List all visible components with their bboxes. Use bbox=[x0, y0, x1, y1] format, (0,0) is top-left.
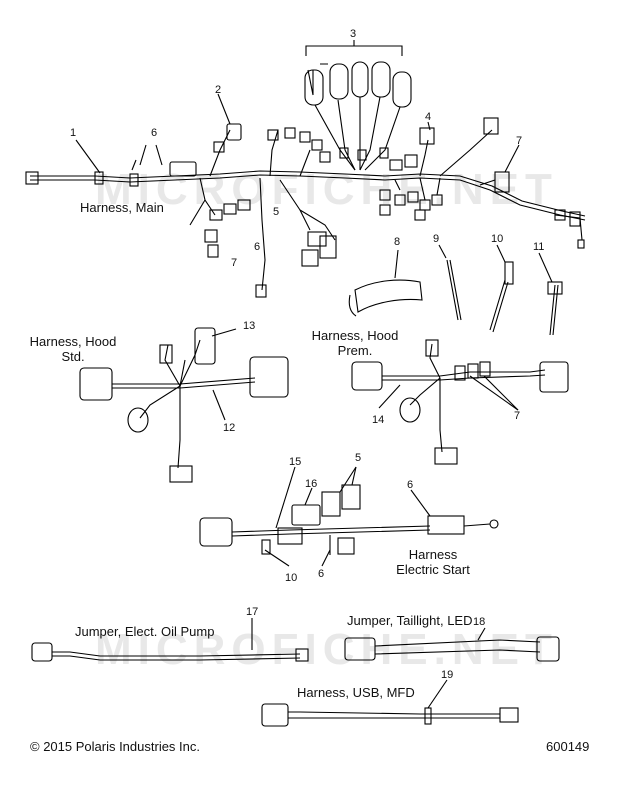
callout-17: 17 bbox=[246, 606, 259, 618]
harness-usb bbox=[261, 703, 519, 727]
footer-copyright: © 2015 Polaris Industries Inc. bbox=[30, 739, 200, 754]
callout-6-es: 6 bbox=[407, 479, 414, 491]
label-harness-main: Harness, Main bbox=[80, 200, 164, 215]
callout-18: 18 bbox=[473, 616, 486, 628]
callout-10-es: 10 bbox=[285, 572, 298, 584]
callout-1: 1 bbox=[70, 127, 77, 139]
callout-7-prem: 7 bbox=[514, 410, 521, 422]
footer-drawing-number: 600149 bbox=[546, 739, 590, 754]
label-harness-hood-std: Harness, Hood Std. bbox=[18, 334, 128, 364]
part-8-sleeve bbox=[348, 249, 423, 317]
callout-2: 2 bbox=[215, 84, 222, 96]
label-harness-hood-prem-line2: Prem. bbox=[337, 343, 373, 358]
jumper-taillight bbox=[344, 636, 560, 662]
callout-8: 8 bbox=[394, 236, 401, 248]
callout-11: 11 bbox=[533, 241, 545, 253]
callout-7-main-lower: 7 bbox=[231, 257, 238, 269]
callout-12: 12 bbox=[223, 422, 236, 434]
callout-14: 14 bbox=[372, 414, 385, 426]
label-harness-electric-start-line1: Harness bbox=[408, 547, 458, 562]
relay-group bbox=[304, 61, 412, 171]
label-harness-hood-prem: Harness, Hood Prem. bbox=[300, 328, 410, 358]
callout-3: 3 bbox=[350, 28, 357, 40]
harness-main bbox=[25, 40, 586, 298]
label-jumper-oil-pump: Jumper, Elect. Oil Pump bbox=[75, 624, 215, 639]
label-harness-electric-start: Harness Electric Start bbox=[378, 547, 488, 577]
callout-6-main: 6 bbox=[151, 127, 158, 139]
callout-6-main-lower: 6 bbox=[254, 241, 261, 253]
callout-6-es-lower: 6 bbox=[318, 568, 325, 580]
callout-19: 19 bbox=[441, 669, 454, 681]
watermark-bottom: MICROFICHE.NET bbox=[95, 625, 558, 674]
harness-electric-start bbox=[199, 484, 499, 555]
label-harness-usb: Harness, USB, MFD bbox=[297, 685, 415, 700]
label-harness-hood-std-line1: Harness, Hood bbox=[29, 334, 117, 349]
callout-10: 10 bbox=[491, 233, 504, 245]
callout-9: 9 bbox=[433, 233, 440, 245]
label-harness-electric-start-line2: Electric Start bbox=[396, 562, 470, 577]
callout-5-es: 5 bbox=[355, 452, 362, 464]
callout-5-main: 5 bbox=[273, 206, 280, 218]
harness-hood-std bbox=[79, 327, 289, 483]
jumper-oil-pump bbox=[31, 642, 309, 662]
callout-16: 16 bbox=[305, 478, 318, 490]
callout-15: 15 bbox=[289, 456, 302, 468]
label-jumper-taillight: Jumper, Taillight, LED bbox=[347, 613, 473, 628]
callout-4: 4 bbox=[425, 111, 432, 123]
callout-13: 13 bbox=[243, 320, 256, 332]
label-harness-hood-prem-line1: Harness, Hood bbox=[311, 328, 399, 343]
label-harness-hood-std-line2: Std. bbox=[61, 349, 85, 364]
callout-7-main-right: 7 bbox=[516, 135, 523, 147]
